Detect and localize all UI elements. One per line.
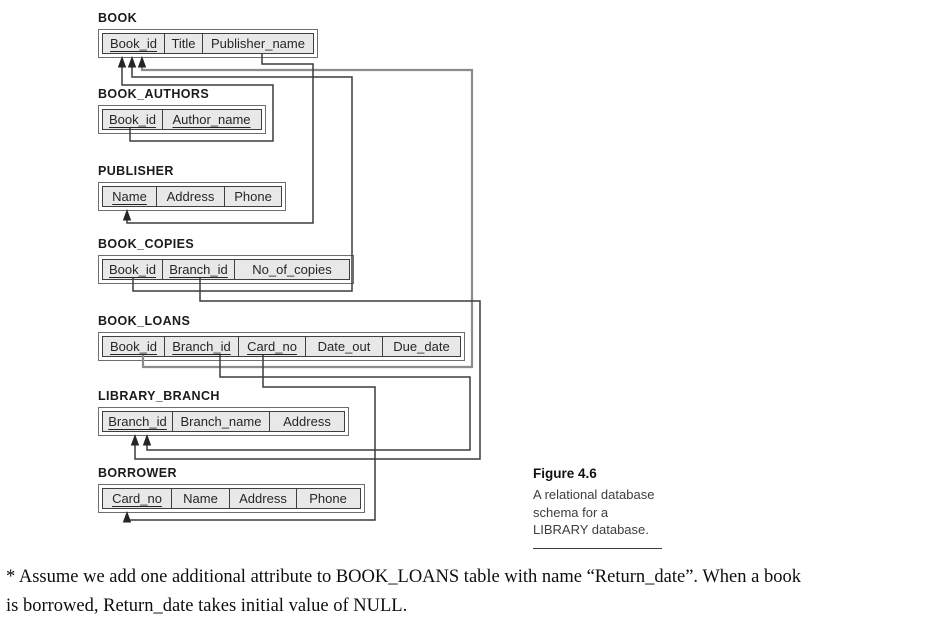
footnote-line-1: * Assume we add one additional attribute… — [6, 567, 801, 587]
fk-book-loans-book-id-to-book — [137, 56, 474, 369]
fk-book-copies-branch-id-to-library-branch — [130, 278, 481, 460]
fk-arrowhead — [127, 56, 137, 68]
figure-caption-title: Figure 4.6 — [533, 466, 597, 481]
column-borrower-phone: Phone — [295, 488, 361, 509]
fk-arrowhead — [137, 56, 147, 68]
fk-arrowhead — [122, 209, 132, 221]
figure-caption: Figure 4.6 A relational database schema … — [533, 466, 713, 549]
column-book-authors-author_name: Author_name — [161, 109, 262, 130]
fk-book-publisher-name-to-publisher — [122, 53, 314, 224]
column-publisher-name: Name — [102, 186, 157, 207]
table-label-publisher: PUBLISHER — [98, 164, 174, 178]
column-borrower-card_no: Card_no — [102, 488, 172, 509]
column-book-loans-card_no: Card_no — [238, 336, 306, 357]
table-label-book: BOOK — [98, 11, 138, 25]
caption-rule — [533, 547, 662, 549]
table-label-book-loans: BOOK_LOANS — [98, 314, 191, 328]
table-label-borrower: BORROWER — [98, 466, 177, 480]
figure-caption-line-3: LIBRARY database. — [533, 522, 649, 537]
figure-caption-line-1: A relational database — [533, 487, 655, 502]
fk-book-authors-book-id-to-book — [117, 56, 274, 142]
column-library-branch-address: Address — [269, 411, 345, 432]
fk-book-copies-book-id-to-book — [127, 56, 353, 292]
column-book-book_id: Book_id — [102, 33, 165, 54]
column-book-loans-branch_id: Branch_id — [163, 336, 240, 357]
footnote-line-2: is borrowed, Return_date takes initial v… — [6, 595, 408, 616]
fk-arrowhead — [142, 434, 152, 446]
column-book-authors-book_id: Book_id — [102, 109, 163, 130]
table-label-library-branch: LIBRARY_BRANCH — [98, 389, 220, 403]
column-library-branch-branch_id: Branch_id — [102, 411, 173, 432]
fk-book-loans-branch-id-to-library-branch — [142, 355, 471, 451]
fk-arrowhead — [130, 434, 140, 446]
column-book-loans-date_out: Date_out — [304, 336, 384, 357]
fk-book-loans-card-no-to-borrower — [122, 355, 376, 523]
column-book-loans-due_date: Due_date — [382, 336, 461, 357]
fk-connectors-layer — [117, 53, 481, 523]
fk-arrowhead — [117, 56, 127, 68]
column-book-publisher_name: Publisher_name — [202, 33, 314, 54]
footnote: * Assume we add one additional attribute… — [6, 563, 801, 620]
fk-arrowhead — [122, 511, 132, 523]
figure-caption-line-2: schema for a — [533, 504, 609, 520]
table-label-book-copies: BOOK_COPIES — [98, 237, 195, 251]
column-publisher-phone: Phone — [224, 186, 282, 207]
column-borrower-name: Name — [170, 488, 231, 509]
table-label-book-authors: BOOK_AUTHORS — [98, 87, 210, 101]
column-publisher-address: Address — [155, 186, 226, 207]
column-library-branch-branch_name: Branch_name — [171, 411, 271, 432]
column-book-copies-no_of_copies: No_of_copies — [234, 259, 350, 280]
